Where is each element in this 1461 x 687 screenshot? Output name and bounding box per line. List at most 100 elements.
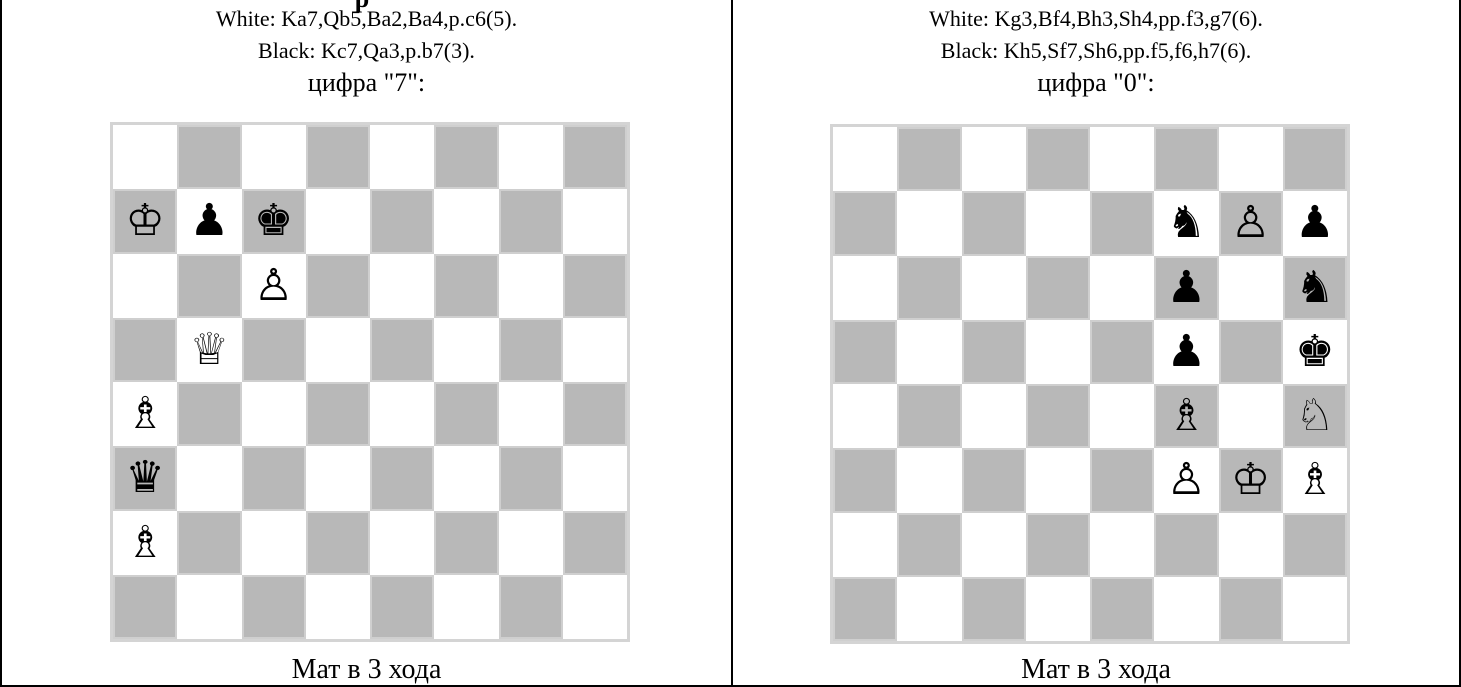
digit-label: цифра "7": [2, 70, 731, 96]
square-e2 [1090, 513, 1154, 577]
square-d4 [1026, 384, 1090, 448]
task-caption: Мат в 3 хода [2, 656, 731, 684]
square-a5 [113, 318, 177, 382]
square-h5 [563, 318, 627, 382]
white-bishop-icon: ♗ [1295, 458, 1334, 502]
square-c2 [962, 513, 1026, 577]
square-d4 [306, 382, 370, 446]
square-c8 [962, 127, 1026, 191]
square-c5 [962, 320, 1026, 384]
white-pawn-icon: ♙ [254, 264, 293, 308]
square-g3 [499, 446, 563, 510]
square-b2 [177, 511, 241, 575]
square-b3 [177, 446, 241, 510]
black-pawn-icon: ♟ [1167, 266, 1206, 310]
square-e1 [1090, 577, 1154, 641]
digit-label: цифра "0": [733, 70, 1459, 96]
square-h7 [563, 189, 627, 253]
square-a8 [113, 125, 177, 189]
square-c3 [242, 446, 306, 510]
square-a3: ♛ [113, 446, 177, 510]
task-caption: Мат в 3 хода [733, 656, 1459, 684]
white-king-icon: ♔ [125, 199, 164, 243]
square-b1 [897, 577, 961, 641]
white-bishop-icon: ♗ [125, 392, 164, 436]
black-position-line: Black: Kh5,Sf7,Sh6,pp.f5,f6,h7(6). [733, 40, 1459, 62]
square-e6 [1090, 256, 1154, 320]
white-position-line: White: Kg3,Bf4,Bh3,Sh4,pp.f3,g7(6). [733, 8, 1459, 30]
white-knight-icon: ♘ [1295, 394, 1334, 438]
square-b5 [897, 320, 961, 384]
square-g1 [1219, 577, 1283, 641]
square-d3 [306, 446, 370, 510]
square-a7 [833, 191, 897, 255]
square-h2 [563, 511, 627, 575]
square-f4 [434, 382, 498, 446]
black-king-icon: ♚ [254, 199, 293, 243]
square-c6: ♙ [242, 254, 306, 318]
square-a8 [833, 127, 897, 191]
square-b4 [897, 384, 961, 448]
white-pawn-icon: ♙ [1167, 458, 1206, 502]
square-g5 [499, 318, 563, 382]
square-h8 [1283, 127, 1347, 191]
square-g8 [1219, 127, 1283, 191]
square-b4 [177, 382, 241, 446]
square-d2 [306, 511, 370, 575]
square-b8 [897, 127, 961, 191]
square-g7: ♙ [1219, 191, 1283, 255]
square-c5 [242, 318, 306, 382]
square-b6 [177, 254, 241, 318]
white-king-icon: ♔ [1231, 458, 1270, 502]
square-h6: ♞ [1283, 256, 1347, 320]
square-d7 [1026, 191, 1090, 255]
square-b7: ♟ [177, 189, 241, 253]
square-e1 [370, 575, 434, 639]
square-c4 [962, 384, 1026, 448]
black-queen-icon: ♛ [125, 456, 164, 500]
square-g7 [499, 189, 563, 253]
square-g2 [1219, 513, 1283, 577]
square-h1 [1283, 577, 1347, 641]
square-c7: ♚ [242, 189, 306, 253]
square-a2: ♗ [113, 511, 177, 575]
square-c8 [242, 125, 306, 189]
square-a7: ♔ [113, 189, 177, 253]
square-e3 [1090, 448, 1154, 512]
square-c2 [242, 511, 306, 575]
square-d5 [306, 318, 370, 382]
square-f1 [1154, 577, 1218, 641]
square-h3 [563, 446, 627, 510]
square-b8 [177, 125, 241, 189]
square-g6 [1219, 256, 1283, 320]
square-a6 [113, 254, 177, 318]
diagram-cell-right: White: Kg3,Bf4,Bh3,Sh4,pp.f3,g7(6). Blac… [733, 0, 1459, 687]
square-a2 [833, 513, 897, 577]
square-e2 [370, 511, 434, 575]
square-a3 [833, 448, 897, 512]
square-f4: ♗ [1154, 384, 1218, 448]
square-g4 [499, 382, 563, 446]
chessboard: ♔ ♟ ♚ ♙ ♕ ♗ ♛ ♗ [110, 122, 630, 642]
square-f8 [1154, 127, 1218, 191]
square-g2 [499, 511, 563, 575]
square-e4 [1090, 384, 1154, 448]
square-b2 [897, 513, 961, 577]
square-h7: ♟ [1283, 191, 1347, 255]
square-e8 [1090, 127, 1154, 191]
square-d2 [1026, 513, 1090, 577]
white-pawn-icon: ♙ [1231, 201, 1270, 245]
square-f5 [434, 318, 498, 382]
square-b5: ♕ [177, 318, 241, 382]
black-pawn-icon: ♟ [190, 199, 229, 243]
square-f8 [434, 125, 498, 189]
square-e4 [370, 382, 434, 446]
square-d6 [306, 254, 370, 318]
square-h3: ♗ [1283, 448, 1347, 512]
square-e6 [370, 254, 434, 318]
square-d1 [1026, 577, 1090, 641]
black-pawn-icon: ♟ [1167, 330, 1206, 374]
diagram-cell-left: р White: Ka7,Qb5,Ba2,Ba4,p.c6(5). Black:… [2, 0, 731, 687]
square-f5: ♟ [1154, 320, 1218, 384]
square-h8 [563, 125, 627, 189]
